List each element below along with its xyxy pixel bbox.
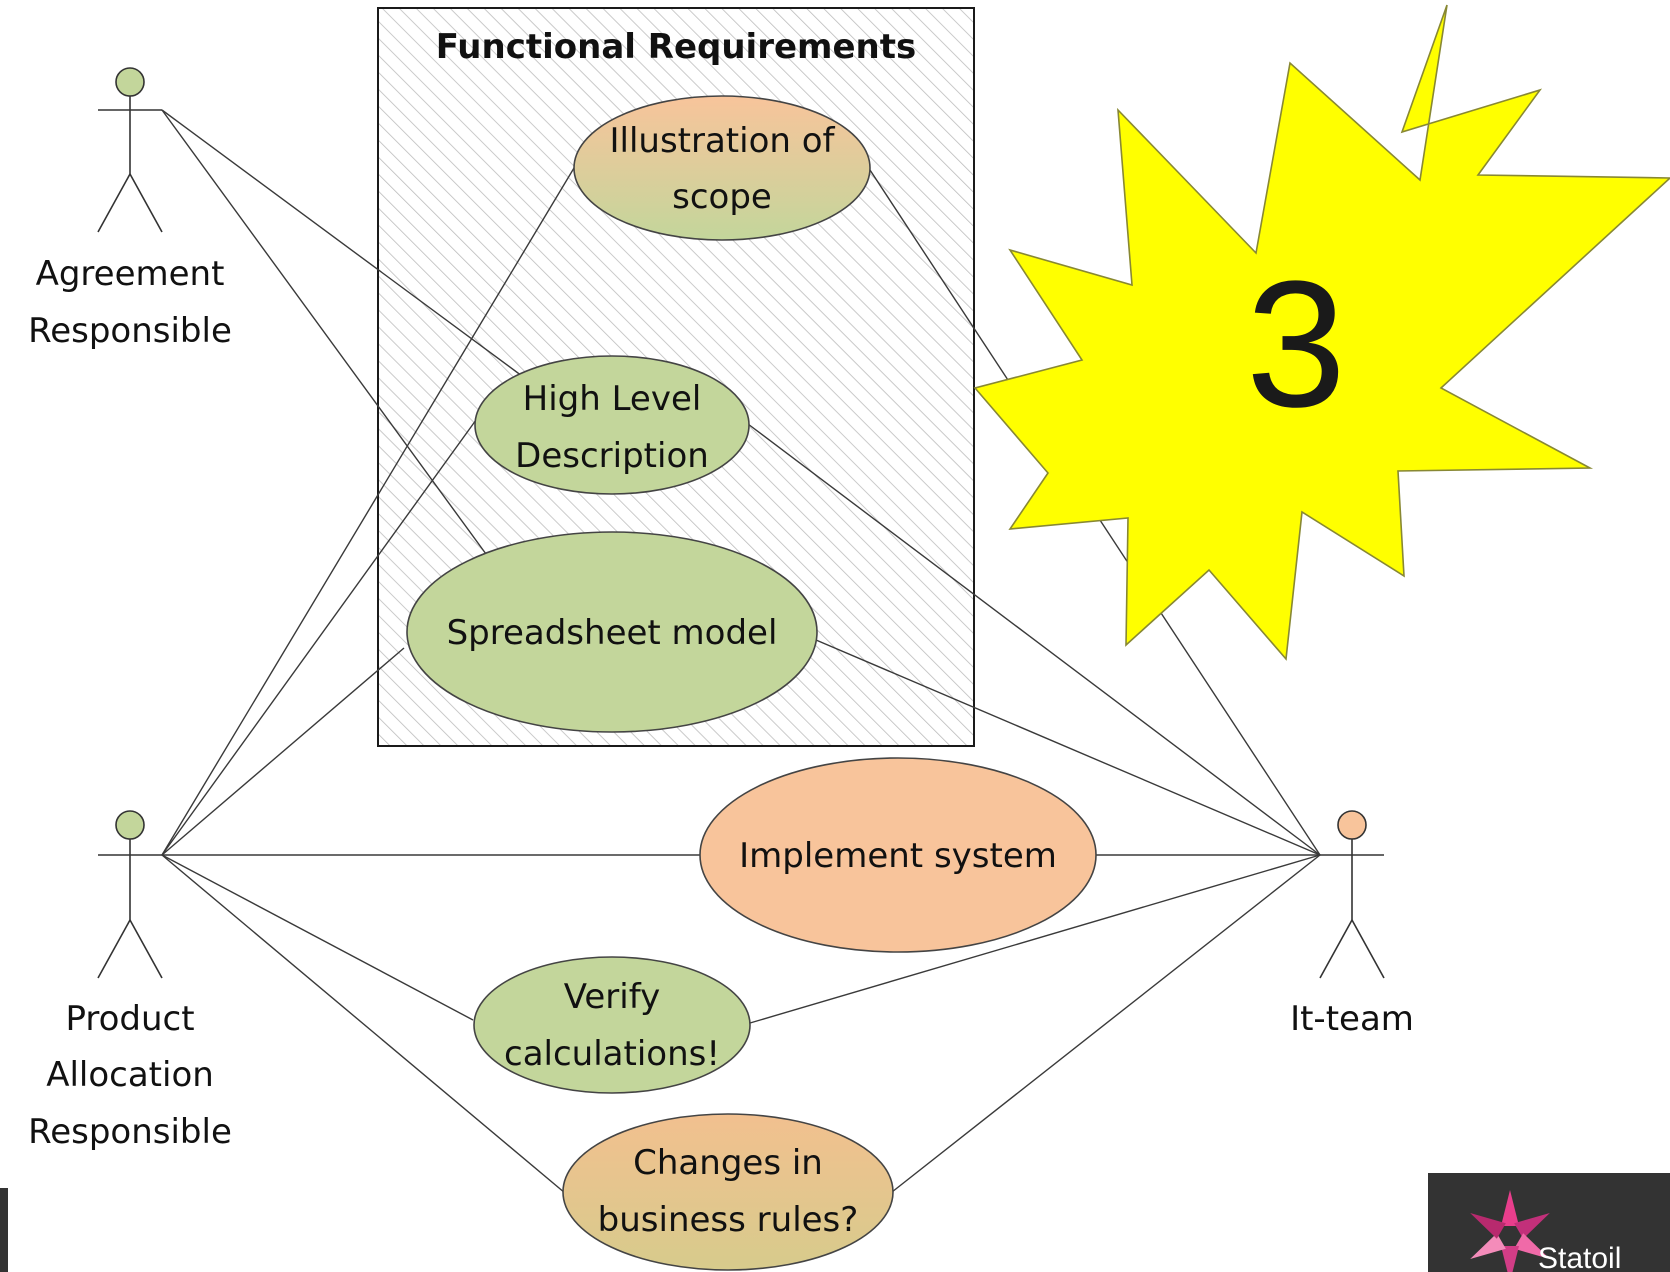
use-case-label: Illustration of [609,121,835,161]
statoil-logo-text: Statoil [1538,1242,1621,1272]
use-case-label: Spreadsheet model [447,613,778,653]
use-case-label: Implement system [739,836,1057,876]
assoc-itteam-changes [891,854,1321,1193]
starburst-shape [973,4,1670,661]
use-case-verify-calculations[interactable]: Verify calculations! [473,956,751,1094]
use-case-illustration-of-scope[interactable]: Illustration of scope [573,95,871,241]
assoc-pa-illustration [161,167,575,856]
actor-it-team[interactable]: It-team [1290,810,1414,1039]
starburst-number: 3 [1246,244,1346,445]
actor-label: Responsible [28,1112,232,1152]
assoc-itteam-verify [749,854,1321,1024]
use-case-label: calculations! [504,1034,720,1074]
actor-label: It-team [1290,999,1414,1039]
actor-label: Allocation [46,1055,214,1095]
use-case-spreadsheet-model[interactable]: Spreadsheet model [406,531,818,733]
use-case-high-level-description[interactable]: High Level Description [474,355,750,495]
system-boundary-title: Functional Requirements [436,27,916,67]
assoc-pa-highlevel [161,419,477,856]
use-case-label: business rules? [598,1200,859,1240]
use-case-label: scope [672,177,772,217]
actor-label: Product [65,999,194,1039]
statoil-logo: Statoil [1428,1173,1670,1272]
use-case-label: Changes in [633,1143,823,1183]
use-case-label: Description [515,436,709,476]
actor-label: Responsible [28,311,232,351]
assoc-itteam-spreadsheet [815,639,1321,856]
starburst-callout: 3 [973,4,1670,661]
footer-dark-strip [0,1188,8,1272]
use-case-implement-system[interactable]: Implement system [699,757,1097,953]
stick-figure-icon [97,67,163,233]
actor-label: Agreement [36,254,225,294]
assoc-pa-verify [161,854,474,1021]
use-case-label: High Level [523,379,702,419]
use-case-changes-in-business-rules[interactable]: Changes in business rules? [562,1113,894,1271]
assoc-pa-spreadsheet [161,647,405,856]
stick-figure-icon [1319,810,1385,979]
assoc-pa-changes [161,854,566,1194]
stick-figure-icon [97,810,163,979]
assoc-agreement-highlevel [161,109,523,377]
assoc-itteam-highlevel [747,423,1321,856]
use-case-label: Verify [564,977,660,1017]
actor-product-allocation-responsible[interactable]: Product Allocation Responsible [28,810,232,1152]
statoil-star-icon [1470,1190,1550,1272]
actor-agreement-responsible[interactable]: Agreement Responsible [28,67,232,351]
